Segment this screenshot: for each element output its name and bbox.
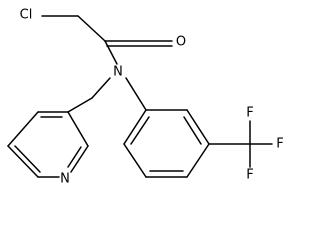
bond-nitrogen-aryl: [125, 77, 147, 111]
atom-label-layer: Cl O N N F F F: [20, 8, 284, 187]
bond-pyridine-3-inner: [14, 145, 41, 173]
bond-ch2-pyridine: [67, 97, 93, 113]
bond-layer: [7, 15, 273, 178]
bond-aryl-6-inner: [130, 116, 150, 145]
oxygen-label: O: [176, 35, 186, 50]
bond-pyridine-3: [7, 145, 39, 178]
bond-carbonyl-nitrogen: [104, 40, 118, 65]
chlorine-label: Cl: [20, 8, 33, 23]
bond-ch2-carbonyl: [77, 15, 106, 42]
bond-aryl-5: [123, 143, 147, 178]
fluorine-3-label: F: [246, 168, 253, 183]
amide-nitrogen-label: N: [113, 65, 123, 80]
pyridine-nitrogen-label: N: [60, 172, 70, 187]
bond-aryl-3: [186, 143, 210, 178]
bond-pyridine-2: [7, 111, 39, 147]
bond-nitrogen-ch2: [91, 77, 111, 99]
bond-pyridine-6: [67, 111, 89, 147]
bond-aryl-6: [123, 109, 147, 145]
chemical-structure-diagram: Cl O N N F F F: [7, 8, 284, 187]
bond-aryl-2-inner: [183, 116, 202, 145]
fluorine-2-label: F: [276, 137, 283, 152]
bond-pyridine-5-inner: [67, 146, 82, 168]
bond-pyridine-5: [70, 145, 89, 173]
bond-aryl-2: [186, 109, 210, 145]
fluorine-1-label: F: [246, 106, 253, 121]
